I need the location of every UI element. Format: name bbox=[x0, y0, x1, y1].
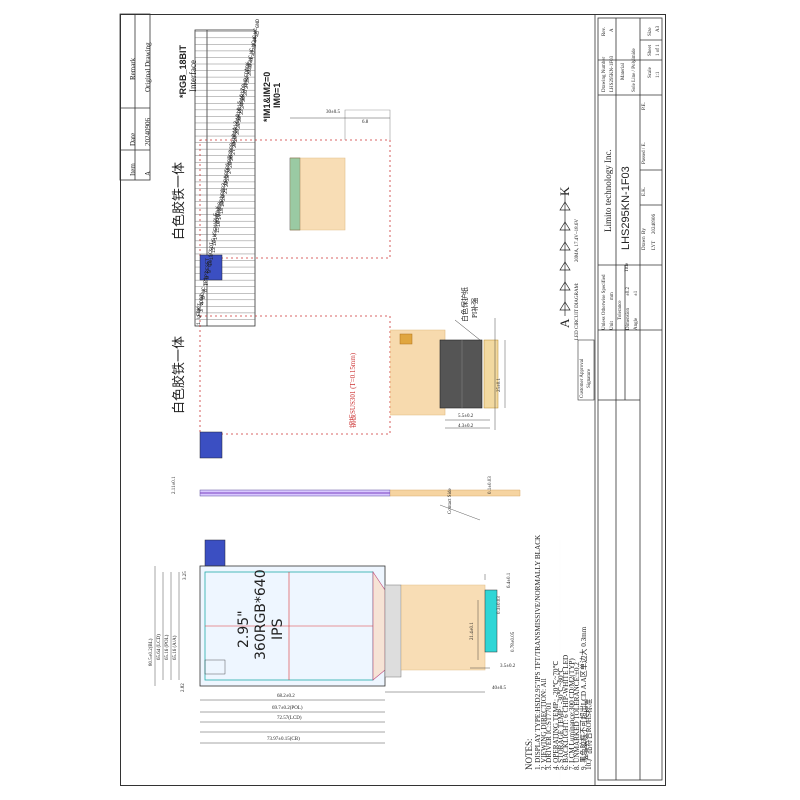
side-profile-view bbox=[199, 489, 521, 521]
tb-size-value: A3 bbox=[656, 25, 661, 32]
tb-angle-label: Angle bbox=[634, 317, 639, 330]
label-steel-sheet: 钢板SUS301 (T=0.15mm) bbox=[349, 352, 357, 428]
label-white-protect: 白色保护纸 bbox=[461, 287, 469, 322]
led-cathode: K bbox=[557, 186, 572, 196]
tb-material-value: Sole Line / Polyimide bbox=[632, 48, 637, 92]
tb-sheet-value: 1 of 1 bbox=[656, 44, 661, 56]
customer-approval: Customer Approval bbox=[580, 358, 585, 398]
tb-dimension-label: Dimension bbox=[626, 308, 631, 330]
driver-ic-patch bbox=[439, 339, 483, 409]
display-type: IPS bbox=[270, 618, 286, 640]
dim-d19: 21.4±0.1 bbox=[470, 622, 475, 640]
dim-d10: 73.97±0.15(CB) bbox=[267, 737, 300, 742]
connector-block-upper bbox=[199, 254, 223, 281]
revision-row-date: 20240906 bbox=[144, 118, 152, 146]
display-resolution: 360RGB*640 bbox=[253, 569, 269, 660]
pin-label: 45 GND bbox=[254, 18, 261, 37]
pin-table bbox=[194, 29, 256, 327]
led-caption: LED CIRCUIT DIAGRAM: bbox=[575, 282, 580, 340]
tb-rev-value: A bbox=[610, 28, 615, 32]
tb-pe-label: P.E. bbox=[642, 102, 647, 110]
interface-subtitle: Interface bbox=[188, 60, 198, 92]
dim-d5: 2.82 bbox=[181, 683, 186, 692]
led-circuit bbox=[559, 192, 571, 316]
dim-d17: 30±0.5 bbox=[326, 110, 340, 115]
interface-mode-2: IM0=1 bbox=[272, 82, 282, 108]
tb-tolerance-label: Tolerance bbox=[618, 300, 623, 320]
tb-title-label: Title bbox=[625, 262, 630, 272]
title-block-frame bbox=[597, 17, 663, 781]
tb-part-number: LHS295KN-1F03 bbox=[620, 166, 632, 250]
tb-scale-label: Scale bbox=[648, 67, 653, 78]
dim-d14: 5.5±0.2 bbox=[458, 414, 474, 419]
dim-d9: 72.57(LCD) bbox=[277, 716, 302, 721]
revision-row-item: A bbox=[144, 170, 152, 176]
label-white-glue-iron-1: 白色胶铁一体 bbox=[171, 161, 186, 240]
led-spec: 20MA, 17.4V~18.6V bbox=[575, 219, 580, 262]
dim-d12: 2.11±0.1 bbox=[172, 476, 177, 494]
interface-title: *RGB_18BIT bbox=[178, 44, 188, 98]
dim-d3: 65.16 (POL) bbox=[165, 634, 170, 660]
dim-d22: 0.78±0.05 bbox=[511, 631, 516, 652]
revision-header-item: Item bbox=[129, 163, 137, 176]
revision-row-remark: Original Drawing bbox=[144, 42, 152, 92]
label-contact-side: Contact Side bbox=[448, 488, 453, 514]
tb-size-label: Size bbox=[648, 27, 653, 36]
tb-scale-value: 1:1 bbox=[656, 71, 661, 78]
label-pi-tab: PI补强 bbox=[471, 297, 479, 318]
tb-drawn-value: LYT bbox=[652, 240, 657, 250]
top-view-upper bbox=[199, 109, 391, 281]
dim-d2: 65.64 (LCD) bbox=[157, 634, 162, 660]
notes-title: NOTES: bbox=[524, 738, 534, 771]
fpc-connector-front bbox=[484, 589, 498, 653]
tb-dimension-value: ±0.2 bbox=[626, 287, 631, 296]
tb-unit-value: mm bbox=[610, 292, 615, 300]
dim-d16: 25±0.1 bbox=[497, 378, 502, 392]
tb-company: Limito technology Inc. bbox=[603, 149, 613, 232]
tb-angle-value: ±1 bbox=[634, 290, 639, 296]
tb-drawing-number-value: LHS295KN-1F03 bbox=[610, 55, 615, 92]
tb-by-label: By bbox=[642, 228, 647, 234]
dim-d15: 4.3±0.2 bbox=[458, 424, 474, 429]
tb-date-value: 20240906 bbox=[652, 214, 657, 234]
led-anode: A bbox=[557, 318, 572, 328]
dim-d6: 3.25 bbox=[183, 571, 188, 580]
note-item: 10.产品符合ROHS标准 bbox=[585, 698, 594, 770]
revision-header-date: Date bbox=[129, 132, 137, 146]
approval-signature: Signature bbox=[587, 368, 592, 388]
dim-d13: 0.1±0.03 bbox=[488, 476, 493, 494]
dim-d18: 6.8 bbox=[362, 120, 369, 125]
dim-d7: 68.2±0.2 bbox=[277, 694, 295, 699]
dim-d23: 3.5±0.2 bbox=[500, 664, 516, 669]
label-white-glue-iron-2: 白色胶铁一体 bbox=[171, 335, 186, 414]
display-size: 2.95" bbox=[236, 610, 252, 648]
tb-rev-label: Rev. bbox=[602, 27, 607, 36]
dim-d4: 65.16 (A/A) bbox=[173, 635, 178, 660]
interface-mode-1: *IM1&IM2=0 bbox=[262, 71, 272, 122]
middle-view bbox=[199, 315, 506, 459]
tb-checked-label: E.K. bbox=[642, 186, 647, 196]
connector-block-middle bbox=[199, 431, 223, 459]
drawing-sheet bbox=[120, 14, 666, 786]
tb-material-label: Material bbox=[621, 63, 626, 80]
tb-unit-desc: Unless Otherwise Specified bbox=[602, 274, 607, 330]
revision-header-remark: Remark bbox=[129, 57, 137, 80]
tb-passed-label: Passed / E. bbox=[642, 142, 647, 164]
dim-d20: 6.4±0.1 bbox=[507, 572, 512, 588]
front-view bbox=[199, 539, 498, 687]
dim-d11: 40±0.5 bbox=[492, 686, 506, 691]
dim-d1: 80.5±0.2(BL) bbox=[149, 638, 154, 666]
tb-drawing-number-label: Drawing Number bbox=[602, 56, 607, 92]
dim-d8: 69.7±0.2(POL) bbox=[272, 706, 303, 711]
tb-sheet-label: Sheet bbox=[648, 44, 653, 56]
dimension-lines bbox=[154, 117, 496, 744]
approval-box bbox=[577, 339, 595, 401]
tb-unit-label: Unit bbox=[610, 321, 615, 330]
dim-d21: 0.3±0.03 bbox=[497, 596, 502, 614]
tb-drawn-label: Drawn bbox=[642, 236, 647, 250]
